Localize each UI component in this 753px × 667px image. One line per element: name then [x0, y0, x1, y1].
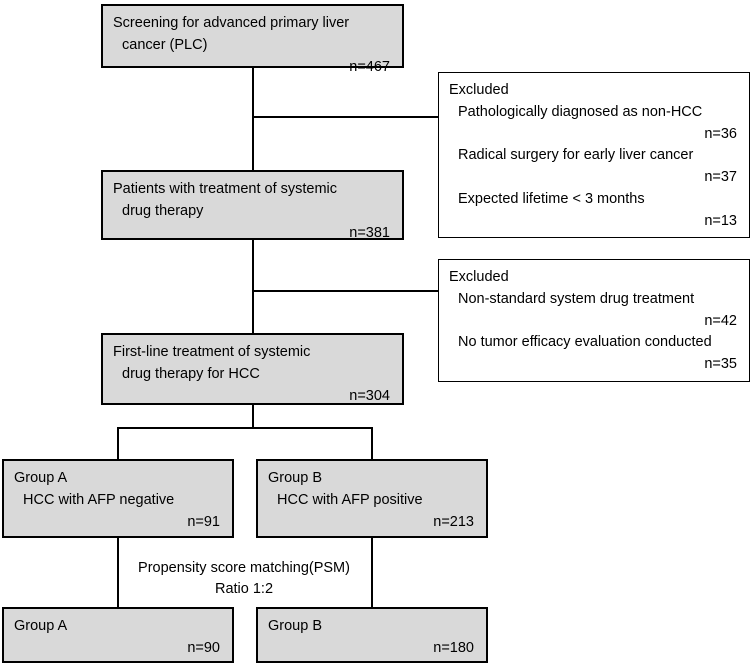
exclusion-2-header: Excluded [449, 269, 509, 285]
node-firstline-treatment: First-line treatment of systemic drug th… [101, 333, 404, 405]
connector-firstline-stem [252, 405, 254, 429]
node-systemic-count: n=381 [349, 224, 390, 241]
node-screening-line1: Screening for advanced primary liver [113, 15, 350, 31]
node-screening-line2: cancer (PLC) [122, 36, 208, 53]
node-screening: Screening for advanced primary liver can… [101, 4, 404, 75]
node-group-a-psm-count: n=90 [187, 639, 220, 656]
connector-split-to-group-b [371, 427, 373, 459]
connector-screening-to-systemic [252, 68, 254, 170]
node-firstline-line2: drug therapy for HCC [122, 365, 260, 382]
connector-systemic-to-firstline [252, 240, 254, 334]
connector-split-horizontal [117, 427, 373, 429]
node-group-b-psm: Group B n=180 [256, 607, 488, 663]
node-screening-count: n=467 [349, 58, 390, 75]
exclusion-1-count-2: n=37 [704, 169, 737, 185]
node-group-b-count: n=213 [433, 513, 474, 530]
node-systemic-line2: drug therapy [122, 202, 204, 219]
node-firstline-line1: First-line treatment of systemic [113, 344, 311, 360]
connector-split-to-group-a [117, 427, 119, 459]
node-systemic-line1: Patients with treatment of systemic [113, 181, 338, 197]
exclusion-2-count-2: n=35 [704, 356, 737, 372]
exclusion-1-item-1: Pathologically diagnosed as non-HCC [458, 103, 703, 120]
psm-annotation: Propensity score matching(PSM) Ratio 1:2 [124, 558, 364, 600]
node-group-b-line1: Group B [268, 470, 322, 486]
node-group-a-line1: Group A [14, 470, 68, 486]
node-firstline-count: n=304 [349, 387, 390, 404]
exclusion-box-1: Excluded Pathologically diagnosed as non… [438, 72, 750, 238]
exclusion-2-count-1: n=42 [704, 312, 737, 329]
node-group-a-psm: Group A n=90 [2, 607, 234, 663]
exclusion-1-header: Excluded [449, 82, 509, 98]
node-group-a-count: n=91 [187, 513, 220, 530]
connector-group-a-to-psm [117, 538, 119, 607]
node-systemic-therapy: Patients with treatment of systemic drug… [101, 170, 404, 241]
psm-annotation-line1: Propensity score matching(PSM) [138, 560, 350, 576]
exclusion-1-item-3: Expected lifetime < 3 months [458, 190, 645, 207]
node-group-a-line2: HCC with AFP negative [23, 491, 175, 508]
exclusion-box-2: Excluded Non-standard system drug treatm… [438, 259, 750, 382]
node-group-b-psm-count: n=180 [433, 639, 474, 656]
exclusion-2-item-1: Non-standard system drug treatment [458, 290, 695, 307]
connector-branch-exclusion-1 [252, 116, 439, 118]
exclusion-1-count-3: n=13 [704, 212, 737, 229]
node-group-b-line2: HCC with AFP positive [277, 491, 423, 508]
psm-annotation-line2: Ratio 1:2 [214, 581, 274, 598]
connector-branch-exclusion-2 [252, 290, 439, 292]
exclusion-1-count-1: n=36 [704, 125, 737, 142]
node-group-b: Group B HCC with AFP positive n=213 [256, 459, 488, 538]
node-group-a-psm-label: Group A [14, 618, 68, 634]
connector-group-b-to-psm [371, 538, 373, 607]
exclusion-2-item-2: No tumor efficacy evaluation conducted [458, 334, 712, 351]
node-group-a: Group A HCC with AFP negative n=91 [2, 459, 234, 538]
exclusion-1-item-2: Radical surgery for early liver cancer [458, 147, 694, 164]
node-group-b-psm-label: Group B [268, 618, 322, 634]
